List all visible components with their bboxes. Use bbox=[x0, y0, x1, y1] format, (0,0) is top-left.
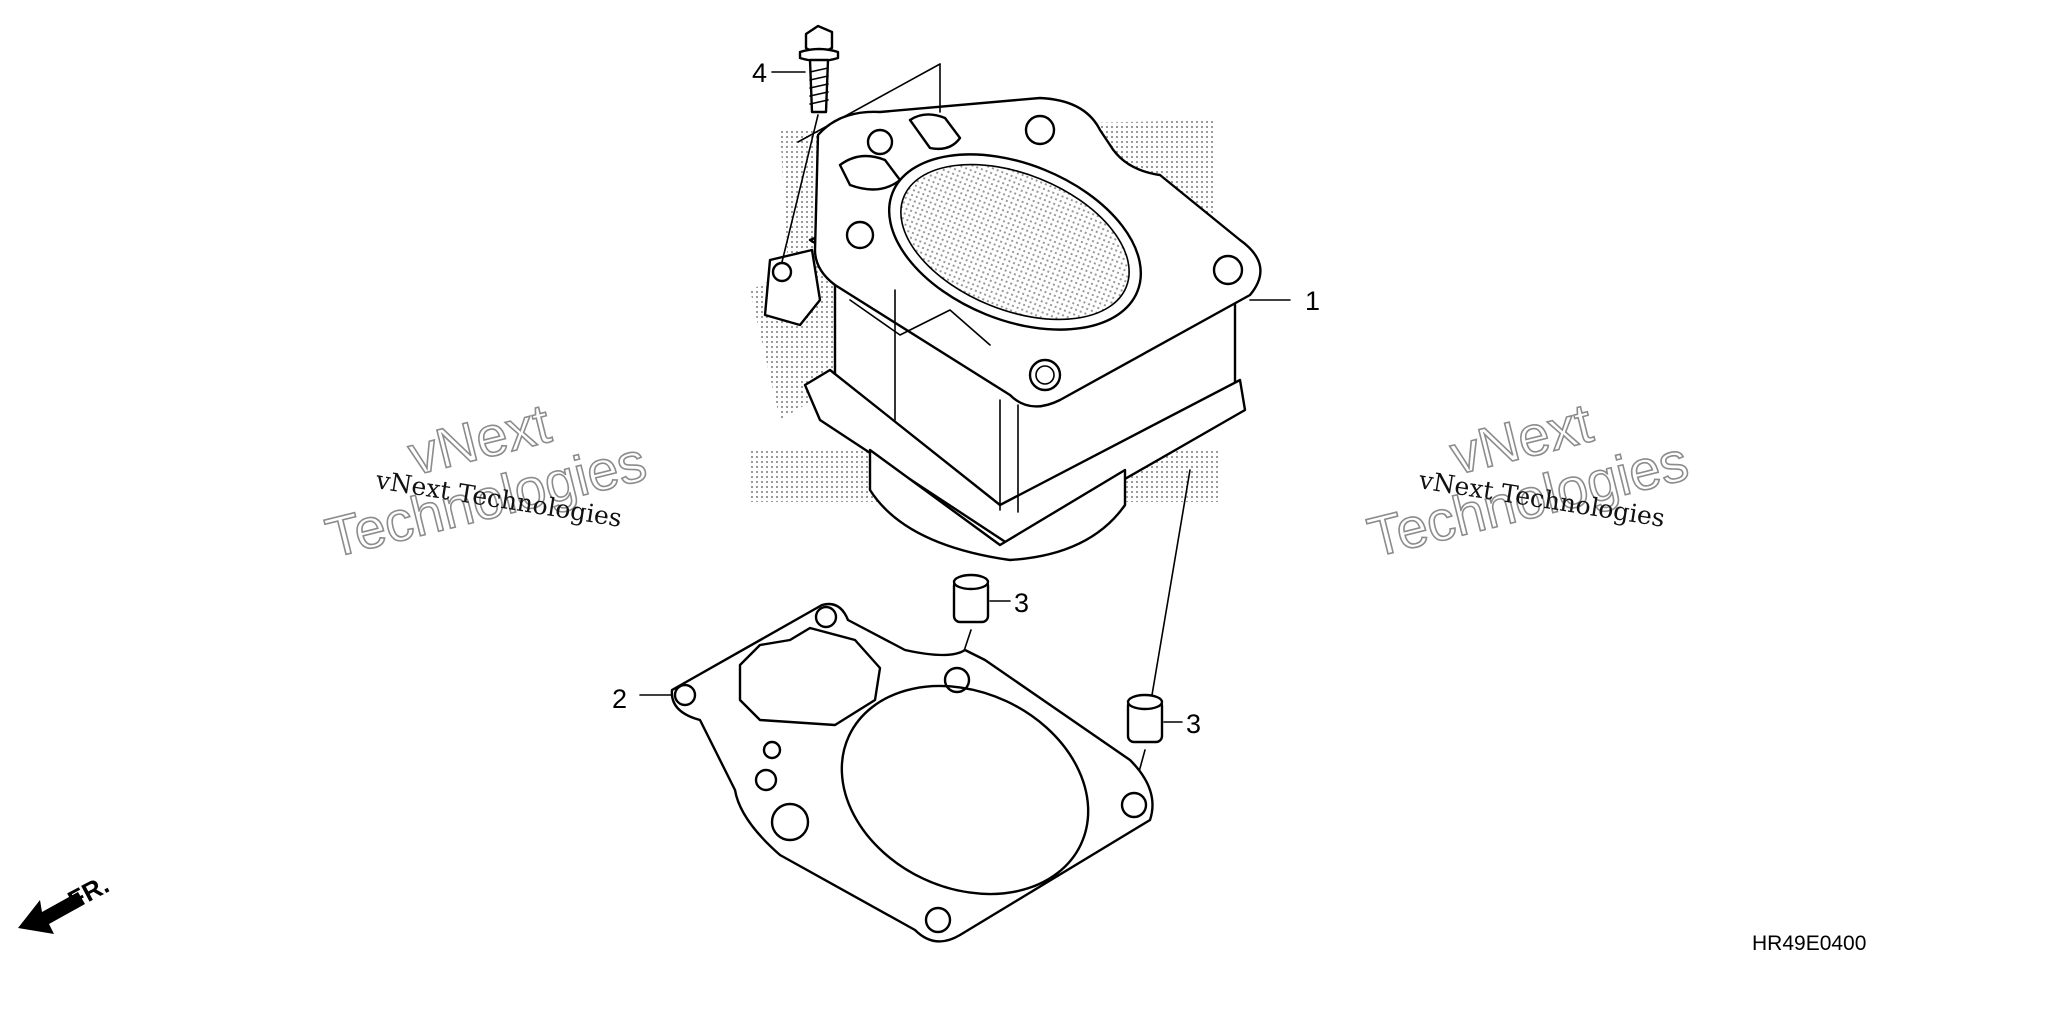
callout-3-upper: 3 bbox=[1014, 588, 1029, 618]
mount-tab-hole bbox=[771, 261, 793, 283]
callout-2: 2 bbox=[612, 684, 627, 714]
watermark-right: vNext Technologies bbox=[1361, 390, 1695, 570]
cylinder-gasket-part-2 bbox=[670, 602, 1154, 943]
watermark-left: vNext Technologies bbox=[319, 390, 653, 570]
dowel-pin-part-3-upper bbox=[952, 573, 990, 624]
extent-line-top bbox=[797, 63, 941, 143]
front-direction-arrow-icon bbox=[18, 892, 85, 934]
cylinder-mount-tab bbox=[763, 248, 822, 327]
dowel-pin-part-3-lower bbox=[1126, 693, 1164, 744]
callout-4: 4 bbox=[752, 58, 767, 88]
flange-bolt-part-4 bbox=[798, 24, 840, 114]
figure-code: HR49E0400 bbox=[1752, 932, 1866, 955]
bolt-guide-line bbox=[781, 114, 819, 263]
callout-1: 1 bbox=[1305, 286, 1320, 316]
cylinder-part-1 bbox=[803, 96, 1262, 562]
callout-3-lower: 3 bbox=[1186, 709, 1201, 739]
dowel-guide-cylinder bbox=[1151, 469, 1191, 696]
